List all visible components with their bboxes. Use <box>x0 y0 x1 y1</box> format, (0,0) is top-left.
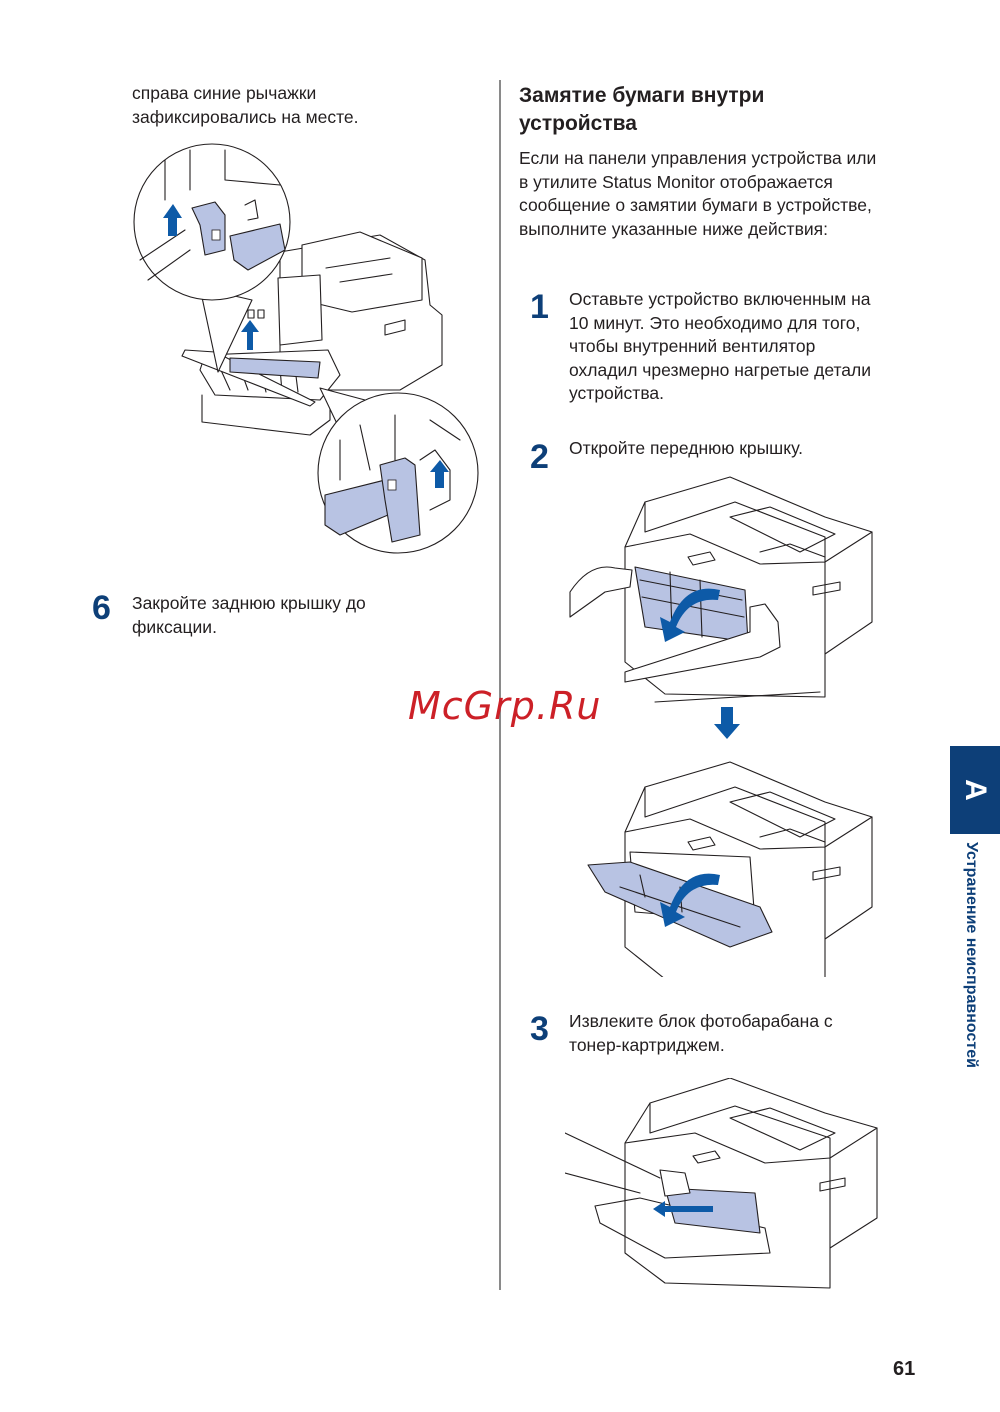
step-2-text: Откройте переднюю крышку. <box>569 437 803 461</box>
heading-line: Замятие бумаги внутри <box>519 84 765 107</box>
chapter-tab: A <box>950 746 1000 834</box>
text-line: фиксации. <box>132 616 217 637</box>
open-front-cover-illustration <box>569 476 873 977</box>
chapter-label: Устранение неисправностей <box>958 842 982 1122</box>
text-line: Оставьте устройство включенным на <box>569 289 871 309</box>
rear-cover-levers-illustration <box>133 143 479 554</box>
page-number: 61 <box>893 1358 916 1380</box>
text-line: сообщение о замятии бумаги в устройстве, <box>519 195 872 215</box>
text-line: охладил чрезмерно нагретые детали <box>569 359 872 380</box>
step-3-text: Извлеките блок фотобарабана с тонер-карт… <box>569 1010 833 1057</box>
section-heading: Замятие бумаги внутри устройства <box>519 82 764 138</box>
step-1-number: 1 <box>530 288 549 326</box>
step-6-number: 6 <box>92 589 111 627</box>
magnifier-left-lever <box>133 143 291 373</box>
printer-closed-front-drawing <box>569 476 873 703</box>
magnifier-right-lever <box>317 387 479 554</box>
chapter-letter: A <box>950 746 1000 834</box>
text-line: Закройте заднюю крышку до <box>132 593 366 613</box>
down-arrow-icon <box>714 707 740 739</box>
text-line: зафиксировались на месте. <box>132 106 359 127</box>
text-line: в утилите Status Monitor отображается <box>519 171 833 192</box>
column-divider <box>499 80 501 1290</box>
intro-paragraph: Если на панели управления устройства или… <box>519 147 876 241</box>
step-1-text: Оставьте устройство включенным на 10 мин… <box>569 288 871 406</box>
text-line: Извлеките блок фотобарабана с <box>569 1011 833 1031</box>
printer-open-front-drawing <box>587 761 873 977</box>
text-line: 10 минут. Это необходимо для того, <box>569 312 861 333</box>
printer-rear-drawing <box>181 231 443 436</box>
watermark: McGrp.Ru <box>408 684 602 728</box>
text-line: Если на панели управления устройства или <box>519 148 877 168</box>
step-3-number: 3 <box>530 1010 549 1048</box>
text-line: чтобы внутренний вентилятор <box>569 336 816 356</box>
text-line: справа синие рычажки <box>132 83 317 103</box>
heading-line: устройства <box>519 112 637 135</box>
continuation-text: справа синие рычажки зафиксировались на … <box>132 82 359 129</box>
chapter-label-text: Устранение неисправностей <box>963 842 980 1068</box>
text-line: Откройте переднюю крышку. <box>569 438 803 458</box>
step-2-number: 2 <box>530 438 549 476</box>
text-line: тонер-картриджем. <box>569 1034 725 1055</box>
step-6-text: Закройте заднюю крышку до фиксации. <box>132 592 366 639</box>
remove-drum-unit-illustration <box>565 1078 878 1289</box>
text-line: устройства. <box>569 383 665 403</box>
chapter-letter-text: A <box>958 779 992 801</box>
text-line: выполните указанные ниже действия: <box>519 218 828 239</box>
